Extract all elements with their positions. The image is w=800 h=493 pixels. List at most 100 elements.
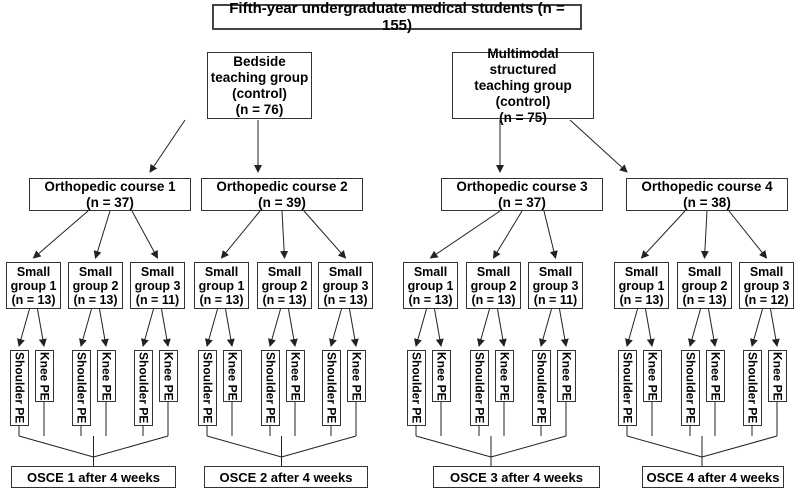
shoulder-pe-label: Shoulder PE [683, 352, 698, 424]
osce-box-2: OSCE 2 after 4 weeks [204, 466, 368, 488]
course-to-group-arrow [303, 210, 347, 259]
course-to-group-arrow [131, 210, 158, 259]
course-name: Orthopedic course 2 [216, 178, 348, 194]
course-box-1: Orthopedic course 1(n = 37) [29, 178, 191, 211]
course-count: (n = 38) [683, 194, 731, 210]
group-to-knee-arrow [497, 308, 507, 347]
small-group-line: (n = 13) [73, 292, 118, 307]
arm-to-course-arrow [569, 119, 628, 173]
arm-to-course-arrow [149, 119, 186, 173]
shoulder-pe-box: Shoulder PE [470, 350, 489, 426]
course-to-group-arrow [280, 210, 289, 259]
small-group-line: (n = 13) [682, 292, 727, 307]
course-name: Orthopedic course 3 [456, 178, 588, 194]
shoulder-pe-box: Shoulder PE [198, 350, 217, 426]
osce-label: OSCE 4 after 4 weeks [646, 469, 780, 485]
shoulder-pe-label: Shoulder PE [534, 352, 549, 424]
shoulder-pe-box: Shoulder PE [618, 350, 637, 426]
knee-pe-label: Knee PE [708, 351, 723, 401]
knee-pe-box: Knee PE [97, 350, 116, 402]
bracket-line [18, 435, 94, 458]
shoulder-pe-box: Shoulder PE [532, 350, 551, 426]
group-to-shoulder-arrow [539, 308, 552, 347]
small-group-line: Small [413, 264, 448, 279]
shoulder-pe-label: Shoulder PE [324, 352, 339, 424]
small-group-line: (n = 13) [408, 292, 453, 307]
small-group-line: (n = 11) [533, 292, 578, 307]
knee-pe-label: Knee PE [225, 351, 240, 401]
osce-label: OSCE 2 after 4 weeks [219, 469, 353, 485]
knee-pe-box: Knee PE [223, 350, 242, 402]
small-group-line: Small [267, 264, 302, 279]
population-label: Fifth-year undergraduate medical student… [229, 0, 565, 34]
shoulder-pe-label: Shoulder PE [620, 352, 635, 424]
course-count: (n = 37) [498, 194, 546, 210]
shoulder-pe-label: Shoulder PE [200, 352, 215, 424]
small-group-line: group 1 [10, 278, 57, 293]
arm-line: (n = 75) [499, 109, 547, 125]
small-group-line: Small [749, 264, 784, 279]
course-to-group-arrow [640, 210, 686, 259]
small-group-line: group 2 [470, 278, 517, 293]
shoulder-pe-box: Shoulder PE [10, 350, 29, 426]
course-to-group-arrow [728, 210, 768, 259]
course-count: (n = 39) [258, 194, 306, 210]
osce-box-3: OSCE 3 after 4 weeks [433, 466, 600, 488]
course-to-group-arrow [492, 210, 523, 259]
arm-box-multimodal: Multimodal structured teaching group (co… [452, 46, 594, 125]
bracket-line [206, 435, 282, 458]
small-group-line: group 2 [261, 278, 308, 293]
shoulder-pe-label: Shoulder PE [263, 352, 278, 424]
course-count: (n = 37) [86, 194, 134, 210]
small-group-line: (n = 13) [471, 292, 516, 307]
group-to-knee-arrow [559, 308, 569, 347]
group-to-shoulder-arrow [141, 308, 154, 347]
small-group-line: Small [204, 264, 239, 279]
group-to-shoulder-arrow [329, 308, 342, 347]
course-name: Orthopedic course 4 [641, 178, 773, 194]
group-to-knee-arrow [225, 308, 235, 347]
group-to-knee-arrow [645, 308, 655, 347]
shoulder-pe-box: Shoulder PE [407, 350, 426, 426]
knee-pe-label: Knee PE [288, 351, 303, 401]
group-to-shoulder-arrow [79, 308, 92, 347]
small-group-line: group 1 [618, 278, 665, 293]
course-box-4: Orthopedic course 4(n = 38) [626, 178, 788, 211]
knee-pe-box: Knee PE [495, 350, 514, 402]
knee-pe-box: Knee PE [35, 350, 54, 402]
small-group-line: group 2 [72, 278, 119, 293]
arm-line: Multimodal structured [487, 45, 559, 77]
shoulder-pe-label: Shoulder PE [409, 352, 424, 424]
knee-pe-box: Knee PE [159, 350, 178, 402]
arm-line: (n = 76) [235, 101, 284, 117]
bracket-line [701, 435, 778, 458]
knee-pe-label: Knee PE [37, 351, 52, 401]
group-to-knee-arrow [434, 308, 444, 347]
group-to-knee-arrow [37, 308, 47, 347]
shoulder-pe-box: Shoulder PE [261, 350, 280, 426]
bracket-line [93, 435, 169, 458]
knee-pe-label: Knee PE [497, 351, 512, 401]
shoulder-pe-label: Shoulder PE [745, 352, 760, 424]
small-group-line: (n = 11) [135, 292, 180, 307]
group-to-knee-arrow [708, 308, 718, 347]
arm-box-bedside: Bedside teaching group (control) (n = 76… [207, 52, 312, 119]
small-group-line: Small [16, 264, 51, 279]
knee-pe-label: Knee PE [559, 351, 574, 401]
course-to-group-arrow [543, 210, 558, 259]
course-to-group-arrow [32, 210, 89, 259]
knee-pe-box: Knee PE [706, 350, 725, 402]
small-group-line: group 3 [322, 278, 369, 293]
course-to-group-arrow [220, 210, 261, 259]
arm-line: teaching group [210, 69, 309, 85]
